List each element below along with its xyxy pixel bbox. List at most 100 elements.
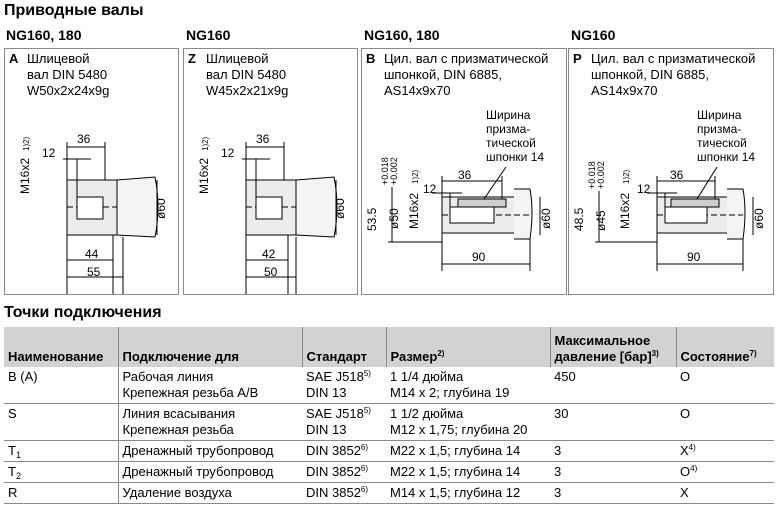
- description-line: вал DIN 5480: [206, 67, 287, 82]
- description-line: шпонкой, DIN 6885,: [384, 67, 502, 82]
- panel-b-size-label: NG160, 180: [364, 27, 440, 43]
- panel-description: Цил. вал с призматической шпонкой, DIN 6…: [384, 51, 548, 99]
- key-label-line: призма-: [697, 122, 741, 136]
- keyed-shaft-drawing: 36 12 90 53.5 ø60 ø50 +0.018 +0.002 M16x…: [365, 108, 553, 271]
- shaft-panel-p: P Цил. вал с призматической шпонкой, DIN…: [568, 48, 774, 295]
- thread-note: 1)2): [22, 136, 31, 151]
- description-line: AS14x9x70: [384, 83, 451, 98]
- port-state: O4): [676, 461, 774, 483]
- description-line: W45x2x21x9g: [206, 83, 289, 98]
- description-line: Шлицевой: [206, 51, 269, 66]
- panel-code: A: [9, 51, 19, 66]
- keyed-shaft-drawing: 36 12 90 48.5 ø60 ø45 +0.018 +0.002 M16x…: [572, 108, 766, 271]
- thread-label: M16x2: [618, 193, 632, 229]
- panel-description: Цил. вал с призматической шпонкой, DIN 6…: [591, 51, 755, 99]
- table-header-row: Наименование Подключение для Стандарт Ра…: [4, 327, 774, 367]
- header-standard: Стандарт: [301, 327, 386, 367]
- thread-note: 1)2): [201, 136, 210, 151]
- shaft-diameter: ø45: [594, 210, 608, 231]
- port-name: S: [4, 403, 119, 441]
- dim-dia60: ø60: [539, 208, 553, 229]
- dim-height: 53.5: [365, 207, 379, 231]
- key-label-line: тической: [697, 136, 747, 150]
- thread-note: 1)2): [411, 169, 420, 184]
- port-connection: Удаление воздуха: [118, 482, 302, 504]
- splined-shaft-drawing: 36 12 44 55 ø60 M16x2 1)2): [18, 132, 168, 294]
- key-label-line: шпонки 14: [697, 150, 755, 164]
- dim-12: 12: [221, 146, 235, 160]
- port-standard: DIN 38526): [302, 482, 386, 504]
- dim-55: 55: [87, 265, 101, 279]
- thread-label: M16x2: [197, 158, 211, 194]
- thread-label: M16x2: [18, 158, 32, 194]
- description-line: Цил. вал с призматической: [384, 51, 549, 66]
- panel-description: Шлицевой вал DIN 5480 W45x2x21x9g: [206, 51, 288, 99]
- shaft-diameter: ø50: [387, 208, 401, 229]
- port-pressure: 450: [550, 367, 676, 404]
- port-name: R: [4, 482, 119, 504]
- dim-dia60: ø60: [154, 198, 168, 219]
- port-pressure: 3: [550, 461, 676, 483]
- description-line: вал DIN 5480: [27, 67, 108, 82]
- shaft-panel-b: B Цил. вал с призматической шпонкой, DIN…: [361, 48, 567, 295]
- header-state: Состояние7): [675, 327, 774, 367]
- dim-36: 36: [256, 132, 270, 146]
- panel-description: Шлицевой вал DIN 5480 W50x2x24x9g: [27, 51, 109, 99]
- port-standard: DIN 38526): [302, 440, 386, 462]
- description-line: AS14x9x70: [591, 83, 658, 98]
- port-pressure: 3: [550, 482, 676, 504]
- port-size: M14 x 1,5; глубина 12: [386, 482, 550, 504]
- port-connection: Дренажный трубопровод: [118, 440, 302, 462]
- panel-code: B: [366, 51, 376, 66]
- shafts-section-title: Приводные валы: [4, 2, 144, 19]
- port-state: O: [676, 367, 774, 404]
- shaft-panel-a: A Шлицевой вал DIN 5480 W50x2x24x9g 36 1…: [4, 48, 179, 295]
- splined-shaft-drawing: 36 12 42 50 ø60 M16x2 1)2): [197, 132, 347, 294]
- dim-dia60: ø60: [333, 198, 347, 219]
- tolerance-lower: +0.002: [596, 161, 606, 189]
- dim-90: 90: [687, 250, 701, 264]
- port-pressure: 3: [550, 440, 676, 462]
- dim-dia60: ø60: [752, 208, 766, 229]
- dim-36: 36: [458, 168, 472, 182]
- thread-label: M16x2: [407, 193, 421, 229]
- key-label-line: шпонки 14: [486, 150, 544, 164]
- header-name: Наименование: [4, 327, 119, 367]
- port-state: O: [676, 403, 774, 441]
- tolerance-upper: +0.018: [380, 157, 390, 185]
- dim-height: 48.5: [572, 207, 586, 231]
- dim-90: 90: [472, 250, 486, 264]
- port-connection: Дренажный трубопровод: [118, 461, 302, 483]
- dim-36: 36: [77, 132, 91, 146]
- header-size: Размер2): [385, 327, 550, 367]
- port-state: X4): [676, 440, 774, 462]
- port-standard: DIN 38526): [302, 461, 386, 483]
- port-standard: SAE J5185)DIN 13: [302, 367, 386, 404]
- port-name: T1: [4, 440, 119, 462]
- description-line: W50x2x24x9g: [27, 83, 110, 98]
- thread-note: 1)2): [622, 169, 631, 184]
- dim-42: 42: [262, 247, 276, 261]
- key-label-line: Ширина: [697, 108, 742, 122]
- port-name: T2: [4, 461, 119, 483]
- panel-p-size-label: NG160: [571, 27, 616, 43]
- dim-36: 36: [670, 168, 684, 182]
- panel-z-size-label: NG160: [186, 27, 231, 43]
- header-connection: Подключение для: [117, 327, 302, 367]
- description-line: Шлицевой: [27, 51, 90, 66]
- shaft-panel-z: Z Шлицевой вал DIN 5480 W45x2x21x9g 36 1…: [183, 48, 358, 295]
- description-line: Цил. вал с призматической: [591, 51, 756, 66]
- port-standard: SAE J5185)DIN 13: [302, 403, 386, 441]
- port-size: M22 x 1,5; глубина 14: [386, 440, 550, 462]
- key-label-line: призма-: [486, 122, 530, 136]
- key-label-line: тической: [486, 136, 536, 150]
